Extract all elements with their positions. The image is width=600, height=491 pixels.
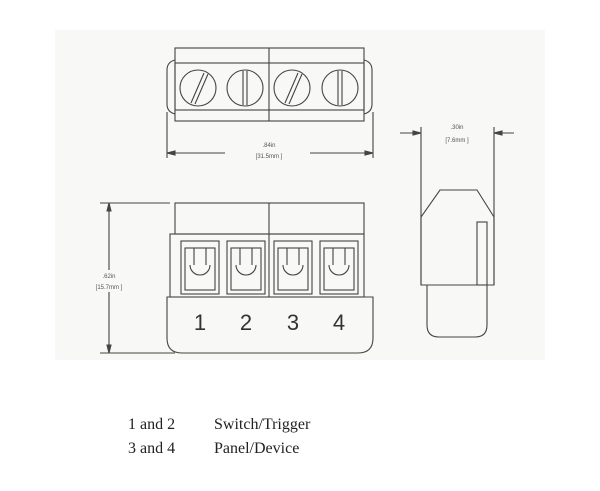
side-view xyxy=(400,127,514,338)
depth-mm-label: [7.6mm ] xyxy=(445,138,469,144)
legend-row: 1 and 2 Switch/Trigger xyxy=(128,416,310,434)
screw-4 xyxy=(321,69,359,107)
width-mm-label: [31.5mm ] xyxy=(256,154,283,160)
terminal-number-2: 2 xyxy=(240,310,252,335)
legend-pins: 1 and 2 xyxy=(128,416,176,433)
terminal-number-1: 1 xyxy=(194,310,206,335)
front-view xyxy=(100,202,374,354)
height-mm-label: [15.7mm ] xyxy=(96,285,123,291)
terminal-cells xyxy=(180,240,359,295)
legend-label: Switch/Trigger xyxy=(214,416,311,433)
terminal-number-4: 4 xyxy=(333,310,345,335)
screw-3 xyxy=(273,69,311,107)
base xyxy=(166,296,374,354)
screw-2 xyxy=(226,69,264,107)
top-view xyxy=(166,47,374,158)
depth-in-label: .30in xyxy=(450,125,463,131)
height-in-label: .62in xyxy=(102,274,115,280)
width-in-label: .84in xyxy=(262,143,275,149)
legend-label: Panel/Device xyxy=(214,440,300,457)
screw-1 xyxy=(179,69,217,107)
legend-pins: 3 and 4 xyxy=(128,440,176,457)
terminal-number-3: 3 xyxy=(287,310,299,335)
legend-row: 3 and 4 Panel/Device xyxy=(128,440,299,458)
drawing-background xyxy=(55,30,545,360)
